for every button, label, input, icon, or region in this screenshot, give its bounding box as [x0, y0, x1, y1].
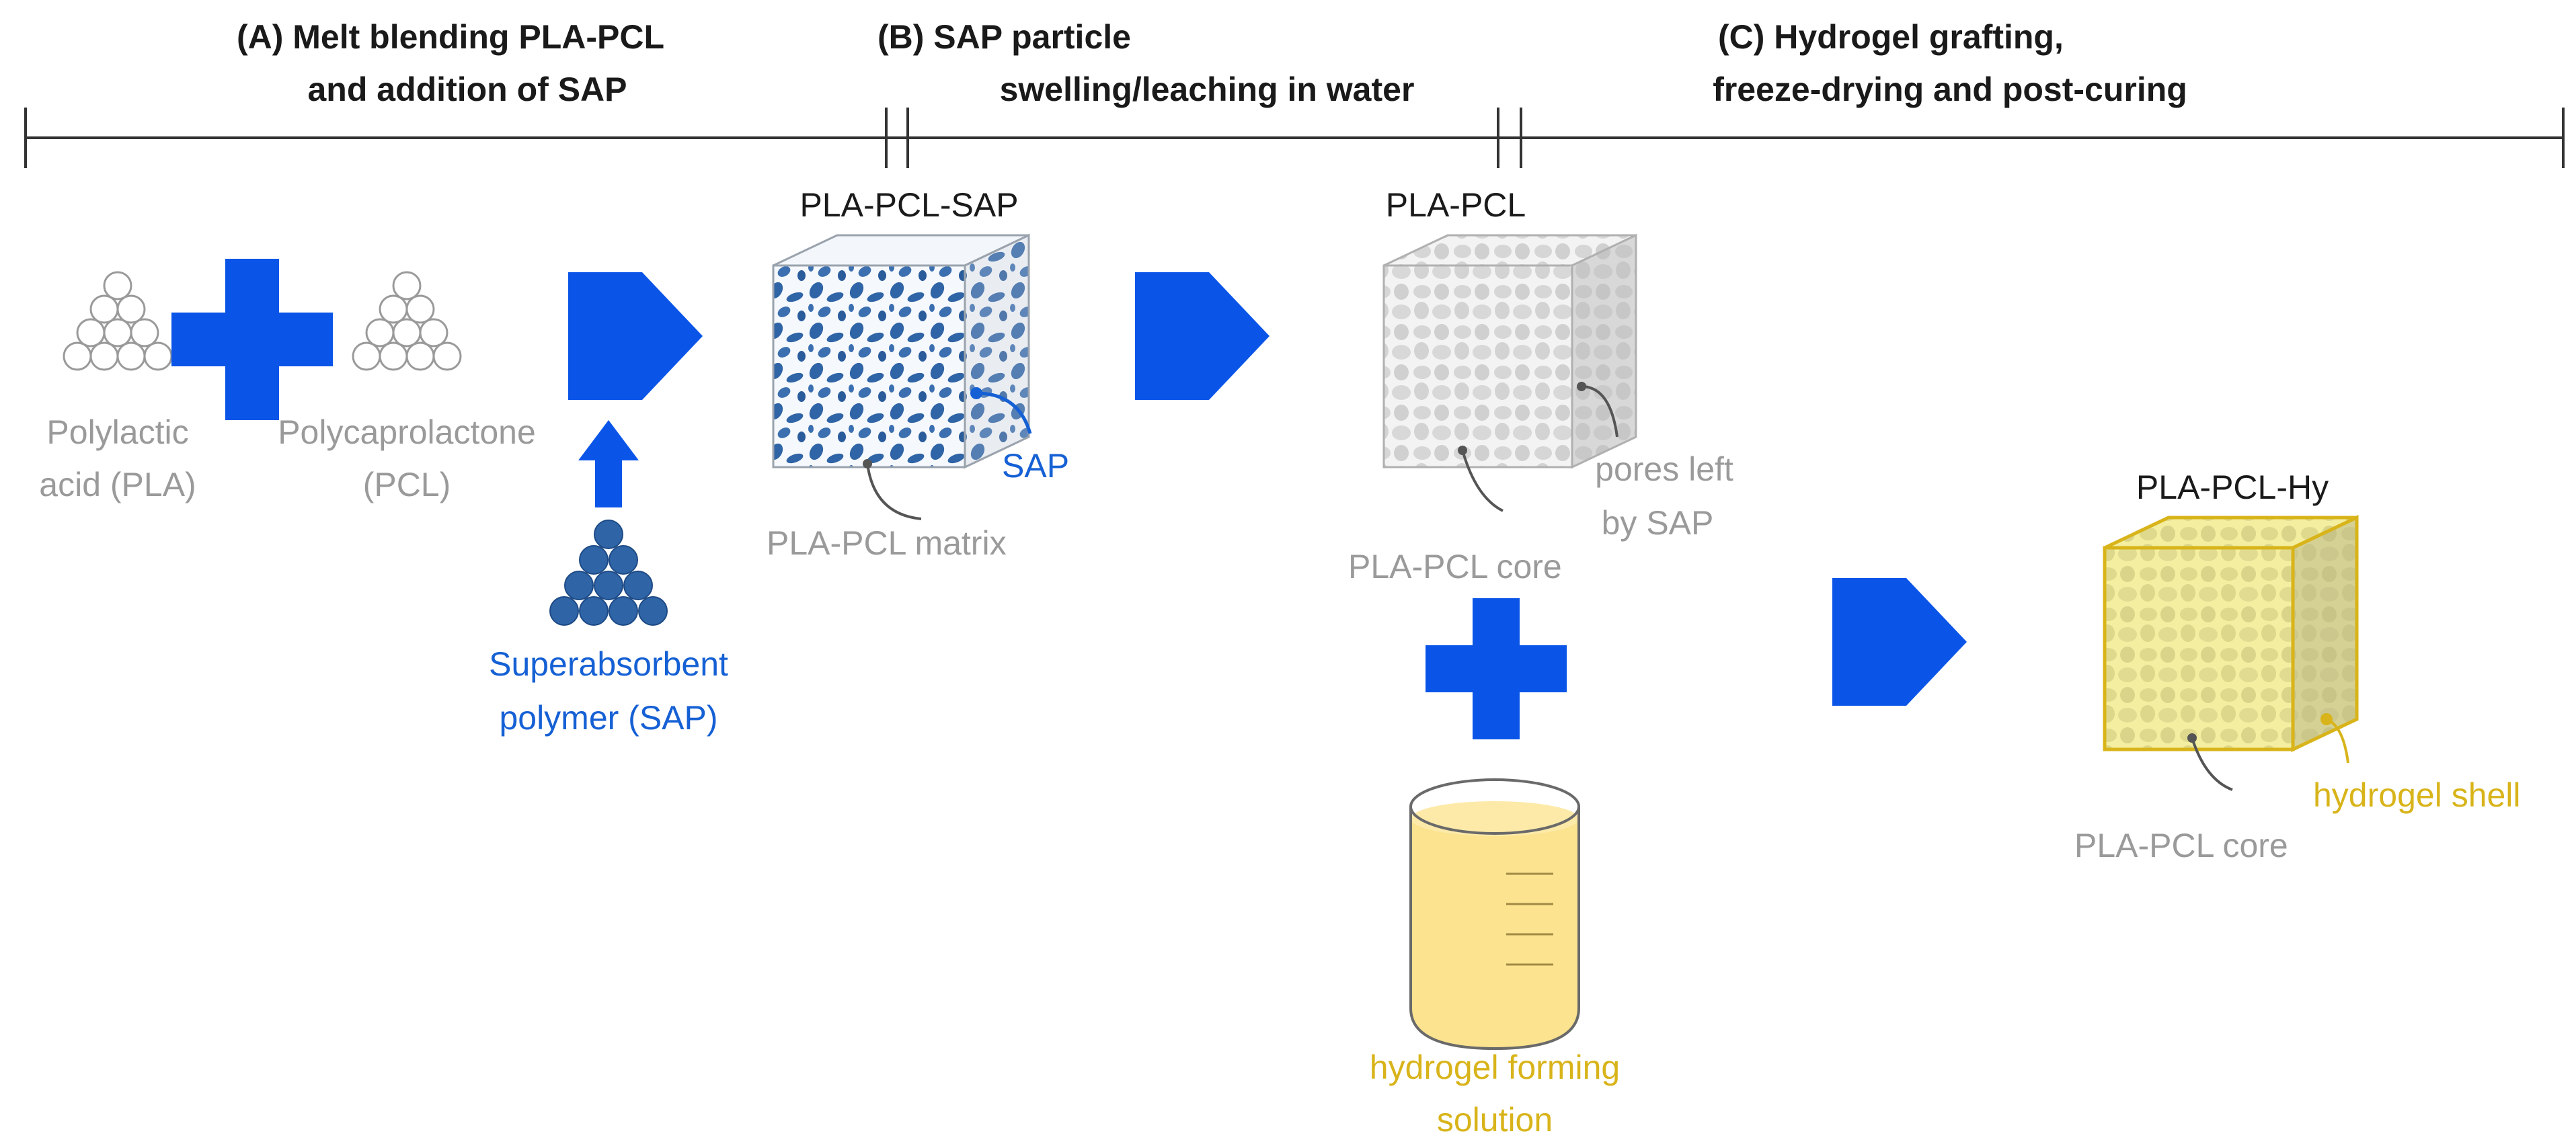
beaker-label-line2: solution	[1437, 1101, 1553, 1139]
hy-core-leader-line	[2191, 737, 2233, 791]
stage-c-heading-line1: (C) Hydrogel grafting,	[1718, 18, 2064, 56]
cube-porous-title: PLA-PCL	[1386, 186, 1526, 224]
stage-a-heading-line1: (A) Melt blending PLA-PCL	[237, 18, 664, 56]
pla-particle-pile-icon	[63, 271, 173, 371]
matrix-leader-dot	[863, 459, 872, 468]
pcl-label-line2: (PCL)	[363, 466, 451, 503]
sap-label-line1: Superabsorbent	[489, 645, 728, 683]
cube-hydrogel-core-label: PLA-PCL core	[2074, 827, 2288, 864]
plus-icon	[171, 259, 333, 420]
beaker-icon	[1409, 778, 1580, 1051]
sap-label-line2: polymer (SAP)	[499, 699, 717, 737]
plus-icon	[1426, 598, 1567, 739]
arrow-right-icon	[1135, 272, 1270, 400]
cube-hydrogel-shell-label: hydrogel shell	[2313, 776, 2521, 814]
beaker-scale-marks	[1506, 872, 1553, 966]
cube-porous-core-label: PLA-PCL core	[1348, 548, 1562, 585]
cube-hydrogel-title: PLA-PCL-Hy	[2136, 468, 2329, 506]
pcl-particle-pile-icon	[352, 271, 462, 371]
stage-timeline	[24, 108, 2565, 168]
arrow-right-icon	[1832, 578, 1967, 706]
matrix-leader-line	[866, 463, 922, 520]
pores-leader-dot	[1577, 382, 1586, 391]
arrow-right-icon	[568, 272, 703, 400]
sap-particle-pile-icon	[549, 520, 668, 626]
stage-c-heading-line2: freeze-drying and post-curing	[1713, 71, 2187, 108]
cube-sap-title: PLA-PCL-SAP	[799, 186, 1018, 224]
cube-porous-pores-label-line2: by SAP	[1602, 504, 1714, 542]
stage-b-heading-line1: (B) SAP particle	[877, 18, 1131, 56]
pla-pcl-hydrogel-cube	[2103, 515, 2359, 752]
pla-label-line2: acid (PLA)	[39, 466, 196, 503]
cube-sap-matrix-label: PLA-PCL matrix	[767, 524, 1007, 562]
pla-pcl-sap-cube	[772, 233, 1030, 469]
shell-leader-dot	[2320, 713, 2333, 725]
sap-leader-dot	[970, 387, 982, 399]
beaker-label-line1: hydrogel forming	[1370, 1049, 1620, 1086]
pcl-label-line1: Polycaprolactone	[278, 413, 536, 451]
pores-leader-line	[1581, 385, 1618, 438]
hy-core-leader-dot	[2187, 733, 2197, 743]
stage-b-heading-line2: swelling/leaching in water	[1000, 71, 1415, 108]
pla-pcl-porous-cube	[1382, 233, 1637, 469]
pla-label-line1: Polylactic	[46, 413, 188, 451]
core-leader-line	[1461, 450, 1504, 512]
core-leader-dot	[1458, 446, 1467, 455]
cube-porous-pores-label-line1: pores left	[1595, 450, 1733, 488]
sap-leader-line	[976, 391, 1032, 434]
cube-sap-sap-label: SAP	[1002, 447, 1069, 485]
arrow-up-icon	[578, 420, 639, 507]
stage-a-heading-line2: and addition of SAP	[308, 71, 627, 108]
